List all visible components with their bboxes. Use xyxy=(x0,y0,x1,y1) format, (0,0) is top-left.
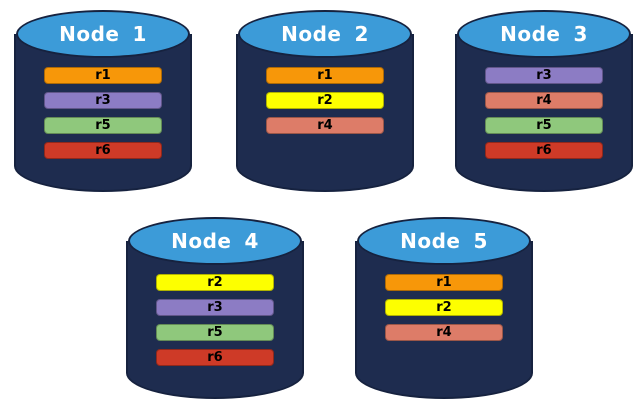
node-2-replica-r1: r1 xyxy=(266,67,384,84)
node-3-cylinder-body xyxy=(455,34,633,192)
node-2-replica-r4: r4 xyxy=(266,117,384,134)
node-2-replica-list: r1 r2 r4 xyxy=(236,67,414,134)
node-4-replica-r6: r6 xyxy=(156,349,274,366)
node-4-replica-list: r2 r3 r5 r6 xyxy=(126,274,304,366)
node-3-replica-r3: r3 xyxy=(485,67,603,84)
node-5-replica-r4: r4 xyxy=(385,324,503,341)
node-5-title: Node xyxy=(400,229,461,253)
node-3-replica-r5: r5 xyxy=(485,117,603,134)
node-4-cylinder-body xyxy=(126,241,304,399)
node-2-replica-r2: r2 xyxy=(266,92,384,109)
node-2-cylinder: Node 2 r1 r2 r4 xyxy=(236,10,414,192)
node-4-cylinder-top: Node 4 xyxy=(128,217,302,265)
node-3-replica-r6: r6 xyxy=(485,142,603,159)
node-5-replica-list: r1 r2 r4 xyxy=(355,274,533,341)
node-3-title: Node xyxy=(500,22,561,46)
node-3-number: 3 xyxy=(573,22,588,46)
node-1-cylinder-top: Node 1 xyxy=(16,10,190,58)
node-3-replica-list: r3 r4 r5 r6 xyxy=(455,67,633,159)
node-4-replica-r5: r5 xyxy=(156,324,274,341)
node-4-cylinder: Node 4 r2 r3 r5 r6 xyxy=(126,217,304,399)
node-4-replica-r3: r3 xyxy=(156,299,274,316)
node-1-title: Node xyxy=(59,22,120,46)
node-1-replica-r5: r5 xyxy=(44,117,162,134)
node-1-cylinder-body xyxy=(14,34,192,192)
node-5-replica-r1: r1 xyxy=(385,274,503,291)
node-3-cylinder-top: Node 3 xyxy=(457,10,631,58)
node-2-number: 2 xyxy=(354,22,369,46)
node-1-number: 1 xyxy=(132,22,147,46)
node-5-replica-r2: r2 xyxy=(385,299,503,316)
node-1-cylinder: Node 1 r1 r3 r5 r6 xyxy=(14,10,192,192)
node-5-number: 5 xyxy=(473,229,488,253)
node-4-replica-r2: r2 xyxy=(156,274,274,291)
node-1-replica-r1: r1 xyxy=(44,67,162,84)
node-2-cylinder-top: Node 2 xyxy=(238,10,412,58)
node-1-replica-list: r1 r3 r5 r6 xyxy=(14,67,192,159)
node-3-cylinder: Node 3 r3 r4 r5 r6 xyxy=(455,10,633,192)
node-5-cylinder: Node 5 r1 r2 r4 xyxy=(355,217,533,399)
node-2-title: Node xyxy=(281,22,342,46)
node-4-number: 4 xyxy=(244,229,259,253)
node-5-cylinder-top: Node 5 xyxy=(357,217,531,265)
node-5-cylinder-body xyxy=(355,241,533,399)
node-1-replica-r6: r6 xyxy=(44,142,162,159)
node-4-title: Node xyxy=(171,229,232,253)
node-1-replica-r3: r3 xyxy=(44,92,162,109)
node-3-replica-r4: r4 xyxy=(485,92,603,109)
node-2-cylinder-body xyxy=(236,34,414,192)
